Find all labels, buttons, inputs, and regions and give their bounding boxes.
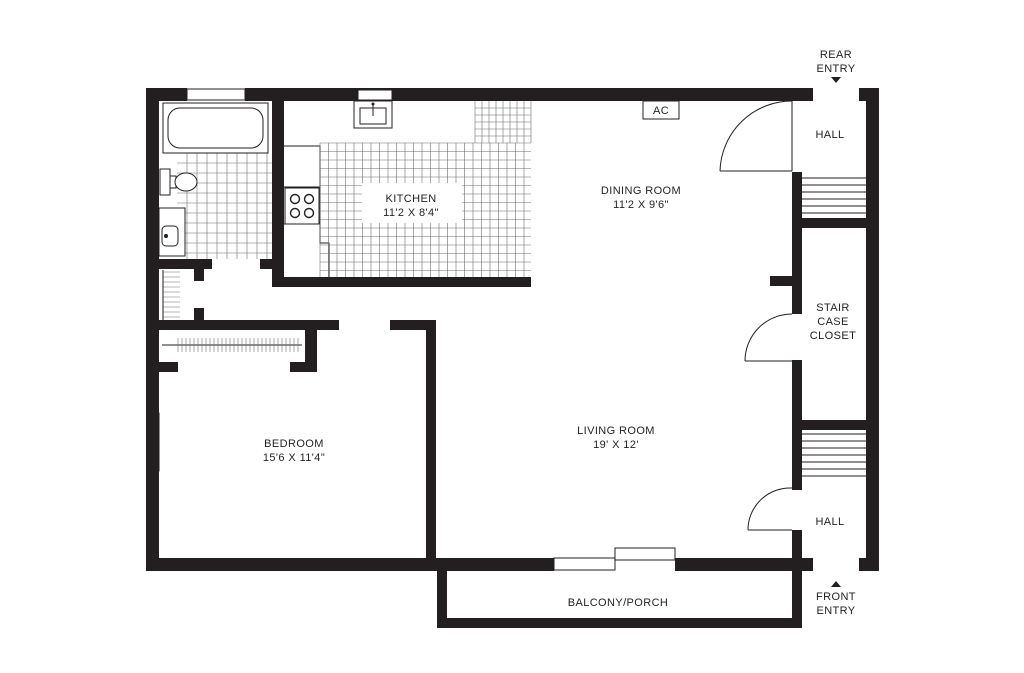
closet-line1: STAIR <box>816 302 850 314</box>
linen-shelves <box>162 270 180 320</box>
room-labels: KITCHEN 11'2 X 8'4" DINING ROOM 11'2 X 9… <box>263 49 856 617</box>
ac-unit <box>642 100 680 120</box>
stove-icon <box>284 187 320 225</box>
stairs <box>802 177 866 477</box>
bath-sink-icon <box>158 207 186 257</box>
windows <box>146 88 676 571</box>
interior-walls <box>152 98 866 570</box>
rear-entry-line2: ENTRY <box>816 63 855 75</box>
closet-line2: CASE <box>817 316 849 328</box>
balcony-railing <box>437 558 802 628</box>
rear-entry-line1: REAR <box>820 49 852 61</box>
rear-entry-arrow-icon <box>831 77 841 83</box>
front-entry-arrow-icon <box>831 581 841 587</box>
bathroom <box>158 102 272 259</box>
dining-room-name: DINING ROOM <box>601 185 681 197</box>
rear-entry-door-swing <box>719 100 793 172</box>
doors <box>719 88 866 531</box>
bedroom-closet-rod <box>162 338 302 352</box>
dining-room-dims: 11'2 X 9'6" <box>613 199 669 211</box>
ac-label: AC <box>653 105 669 117</box>
living-room-dims: 19' X 12' <box>593 439 639 451</box>
balcony-name: BALCONY/PORCH <box>568 597 669 609</box>
toilet-icon <box>159 168 198 196</box>
bath-floor-tiles <box>177 153 272 259</box>
living-room-name: LIVING ROOM <box>577 425 655 437</box>
front-entry-line1: FRONT <box>816 591 856 603</box>
hall-bottom-name: HALL <box>815 516 844 528</box>
kitchen <box>284 89 532 277</box>
kitchen-name: KITCHEN <box>385 193 436 205</box>
bathtub-icon <box>162 102 269 154</box>
hall-top-name: HALL <box>815 129 844 141</box>
front-entry-line2: ENTRY <box>816 605 855 617</box>
kitchen-sink-icon <box>353 89 393 129</box>
closet-door-swing <box>744 313 793 362</box>
kitchen-dims: 11'2 X 8'4" <box>383 207 439 219</box>
closet-line3: CLOSET <box>810 330 856 342</box>
bedroom-dims: 15'6 X 11'4" <box>263 452 325 464</box>
entry-door-jambs <box>803 88 866 101</box>
kitchen-label-bg <box>362 183 462 223</box>
front-hall-door-swing <box>747 487 793 531</box>
bedroom-name: BEDROOM <box>264 438 324 450</box>
